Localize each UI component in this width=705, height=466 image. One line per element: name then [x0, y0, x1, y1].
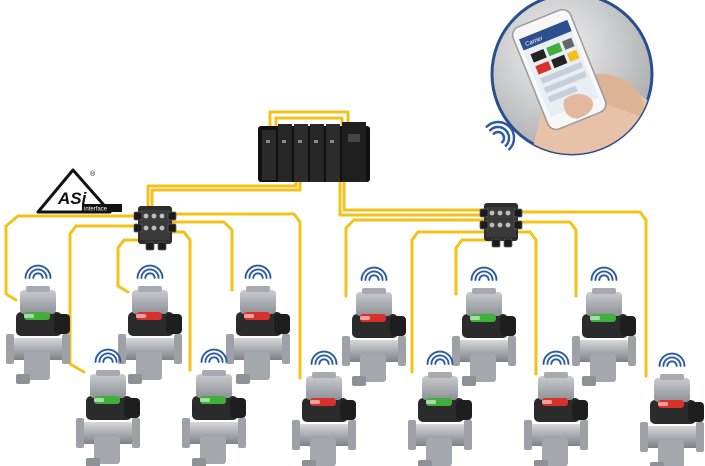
- asi-cable-17: [516, 220, 578, 298]
- asi-cable-18: [516, 210, 648, 378]
- asi-cable-12: [170, 212, 302, 380]
- asi-hub-right: [479, 203, 523, 248]
- asi-logo-registered: ®: [90, 170, 96, 178]
- asi-cable-13: [344, 218, 488, 298]
- asi-cable-8: [68, 224, 144, 374]
- wifi-signal-icon: [542, 350, 570, 365]
- wifi-signal-icon: [485, 120, 516, 151]
- wifi-signal-icon: [136, 264, 164, 279]
- asi-hub-left: [133, 206, 177, 251]
- asi-logo-mark: ASi: [57, 189, 88, 208]
- asi-cable-6: [342, 180, 494, 212]
- asi-cable-14: [410, 230, 488, 374]
- asi-cable-16: [514, 230, 538, 376]
- wifi-signal-icon: [470, 266, 498, 281]
- valve-actuator-icon: [76, 370, 140, 466]
- asi-cable-4: [146, 180, 298, 210]
- asi-cable-10: [168, 230, 192, 372]
- valve-actuator-icon: [408, 372, 472, 466]
- asi-cable-7: [4, 214, 144, 302]
- valve-actuator-icon: [6, 286, 70, 384]
- asi-logo-sub: interface: [84, 207, 108, 213]
- asi-cable-9: [116, 238, 152, 294]
- wifi-signal-icon: [244, 264, 272, 279]
- plc-controller-icon: [258, 122, 370, 182]
- valve-actuator-icon: [182, 370, 246, 466]
- valve-layer: [6, 264, 704, 466]
- wifi-signal-icon: [590, 266, 618, 281]
- wifi-signal-icon: [426, 350, 454, 365]
- wifi-signal-icon: [200, 348, 228, 363]
- valve-actuator-icon: [524, 372, 588, 466]
- cable-layer: [4, 110, 648, 380]
- asi-cable-11: [168, 220, 234, 292]
- asi-cable-15: [454, 238, 496, 296]
- valve-actuator-icon: [640, 374, 704, 466]
- smartphone-scene: Carrier: [490, 0, 654, 156]
- wifi-signal-icon: [24, 264, 52, 279]
- valve-actuator-icon: [118, 286, 182, 384]
- asi-cable-1: [268, 110, 350, 130]
- wifi-signal-icon: [94, 348, 122, 363]
- asi-logo: ASi interface ®: [36, 168, 122, 214]
- valve-actuator-icon: [342, 288, 406, 386]
- valve-actuator-icon: [292, 372, 356, 466]
- wifi-signal-icon: [658, 352, 686, 367]
- wifi-signal-icon: [360, 266, 388, 281]
- asi-cable-5: [338, 180, 492, 217]
- wifi-signal-icon: [485, 120, 516, 151]
- wifi-signal-icon: [310, 350, 338, 365]
- asi-cable-3: [150, 180, 302, 210]
- valve-actuator-icon: [452, 288, 516, 386]
- valve-actuator-icon: [226, 286, 290, 384]
- valve-actuator-icon: [572, 288, 636, 386]
- asi-cable-2: [274, 116, 344, 130]
